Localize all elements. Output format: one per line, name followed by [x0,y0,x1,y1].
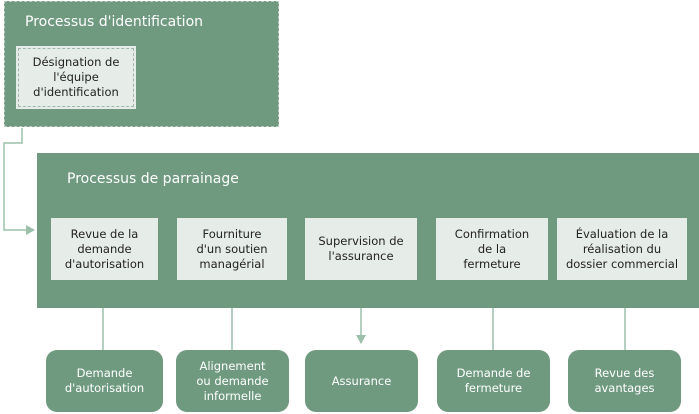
input-authorization-request: Demande d'autorisation [46,350,163,412]
identification-process-title: Processus d'identification [25,14,204,30]
step-authorization-review: Revue de la demande d'autorisation [51,218,158,280]
input-closure-request: Demande de fermeture [437,350,550,412]
input-alignment-request: Alignement ou demande informelle [176,350,289,412]
step-closure-confirmation: Confirmation de la fermeture [436,218,548,280]
step-managerial-support: Fourniture d'un soutien managérial [177,218,287,280]
input-assurance: Assurance [305,350,418,412]
identification-team-designation-box: Désignation de l'équipe d'identification [16,46,136,109]
sponsorship-process-title: Processus de parrainage [67,171,239,187]
step-business-case-evaluation: Évaluation de la réalisation du dossier … [557,218,687,280]
input-benefits-review: Revue des avantages [568,350,681,412]
identification-to-parrainage-connector [3,128,35,235]
step-assurance-supervision: Supervision de l'assurance [305,218,417,280]
